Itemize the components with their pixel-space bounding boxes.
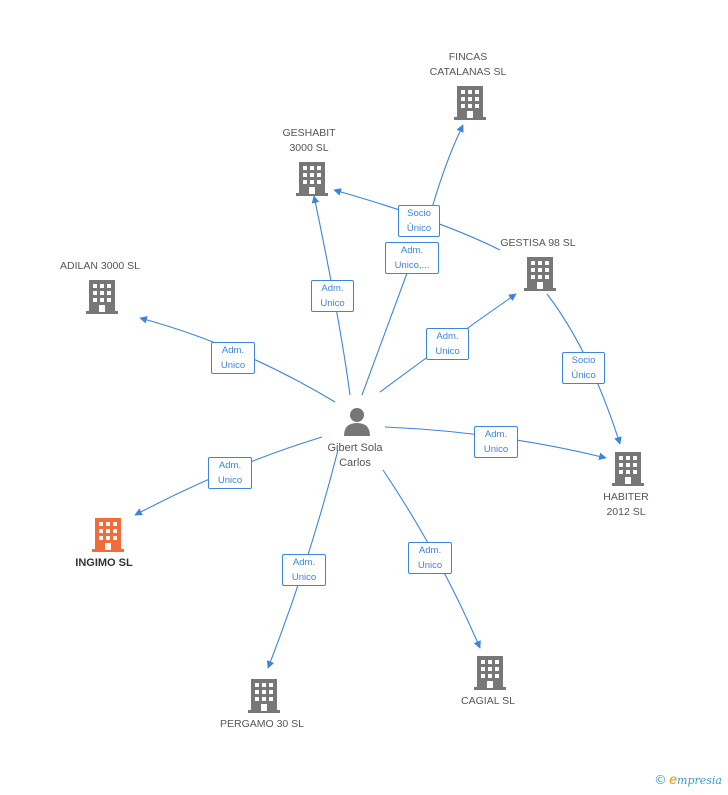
edge-label-person-geshabit[interactable]: Adm. Unico	[311, 280, 354, 312]
fincas-building-icon[interactable]	[454, 86, 486, 120]
geshabit-building-icon[interactable]	[296, 162, 328, 196]
ingimo-building-icon[interactable]	[92, 518, 124, 552]
person-icon[interactable]	[344, 408, 370, 436]
edge-label-person-adilan[interactable]: Adm. Unico	[211, 342, 255, 374]
copyright-icon: ©	[655, 772, 666, 787]
cagial-building-icon[interactable]	[474, 656, 506, 690]
edge-label-person-gestisa[interactable]: Adm. Unico	[426, 328, 469, 360]
brand-name: mpresia	[677, 774, 722, 787]
edge-label-person-gestisa-multi[interactable]: Adm. Unico,...	[385, 242, 439, 274]
adilan-building-icon[interactable]	[86, 280, 118, 314]
footer-brand: ©empresia	[656, 771, 722, 787]
edge-label-person-ingimo[interactable]: Adm. Unico	[208, 457, 252, 489]
edge-label-person-habiter[interactable]: Adm. Unico	[474, 426, 518, 458]
habiter-label[interactable]: HABITER 2012 SL	[603, 491, 649, 518]
person-label[interactable]: Gibert Sola Carlos	[327, 442, 383, 469]
pergamo-label[interactable]: PERGAMO 30 SL	[219, 718, 305, 730]
edge-label-person-pergamo[interactable]: Adm. Unico	[282, 554, 326, 586]
edge-person-gestisa-multi	[361, 264, 411, 396]
habiter-building-icon[interactable]	[612, 452, 644, 486]
gestisa-label[interactable]: GESTISA 98 SL	[500, 237, 576, 249]
geshabit-label[interactable]: GESHABIT 3000 SL	[282, 127, 336, 154]
fincas-label[interactable]: FINCAS CATALANAS SL	[429, 51, 507, 78]
pergamo-building-icon[interactable]	[248, 679, 280, 713]
adilan-label[interactable]: ADILAN 3000 SL	[60, 260, 140, 272]
ingimo-label[interactable]: INGIMO SL	[75, 557, 133, 569]
brand-logo-e: e	[669, 771, 678, 787]
cagial-label[interactable]: CAGIAL SL	[461, 695, 515, 707]
edge-label-person-cagial[interactable]: Adm. Unico	[408, 542, 452, 574]
edge-label-gestisa-fincas[interactable]: Socio Único	[398, 205, 440, 237]
gestisa-building-icon[interactable]	[524, 257, 556, 291]
edge-label-gestisa-habiter[interactable]: Socio Único	[562, 352, 605, 384]
edge-gestisa-fincas	[431, 124, 464, 209]
